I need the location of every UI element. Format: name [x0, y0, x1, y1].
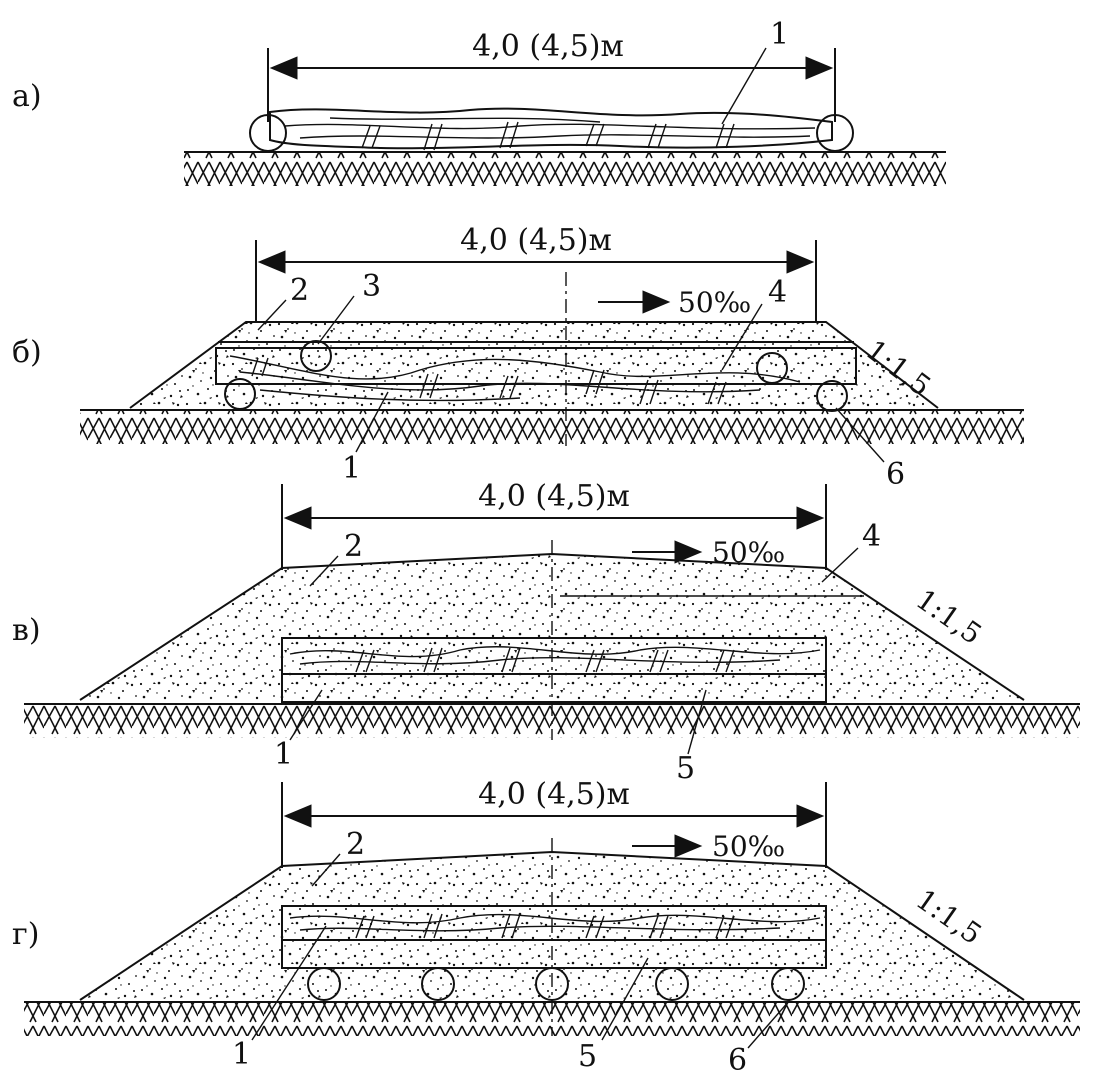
base-log-4: [655, 967, 689, 1001]
leader-2: [311, 853, 341, 887]
log-4: [756, 352, 788, 384]
panel-g: г) 4,0 (4,5)м 50‰ 1:1,5 2 1 5 6: [12, 777, 1080, 1078]
grade-label: 50‰: [712, 830, 785, 863]
brushwood-fibers: [229, 355, 801, 402]
panel-b: б) 4,0 (4,5)м 50‰ 1:1,5 2 3 4 1: [12, 223, 1024, 492]
callout-6: 6: [886, 457, 905, 492]
callout-4: 4: [768, 275, 787, 310]
base-log-1: [307, 967, 341, 1001]
brushwood-layer: [281, 637, 827, 703]
brushwood-mat: [269, 107, 833, 150]
width-dimension-label: 4,0 (4,5)м: [460, 223, 612, 258]
tie-marks: [355, 913, 735, 939]
callout-5: 5: [676, 751, 695, 786]
leader-2: [309, 555, 339, 587]
brushwood-fibers: [289, 646, 821, 665]
grade-label: 50‰: [678, 286, 751, 319]
tie-marks: [251, 357, 727, 405]
leader-1: [721, 47, 767, 125]
leader-4: [821, 547, 859, 583]
leader-1: [289, 689, 323, 741]
leader-6: [747, 999, 791, 1049]
brushwood-fibers: [284, 117, 816, 139]
leader-2: [257, 299, 287, 331]
width-dimension-label: 4,0 (4,5)м: [478, 777, 630, 812]
base-log-2: [421, 967, 455, 1001]
callout-4: 4: [862, 519, 881, 554]
callout-2: 2: [290, 273, 309, 308]
tie-marks: [355, 647, 735, 673]
brushwood-layer: [215, 347, 857, 385]
ground-hatching: [80, 410, 1024, 444]
callout-3: 3: [362, 269, 381, 304]
panel-v-letter: в): [12, 613, 41, 648]
leader-5: [687, 689, 707, 755]
leader-3: [317, 295, 355, 345]
callout-5: 5: [578, 1039, 597, 1074]
tie-marks: [361, 121, 735, 151]
leader-1: [251, 925, 327, 1041]
callout-6: 6: [728, 1043, 747, 1078]
panel-b-letter: б): [12, 335, 42, 370]
brushwood-fibers: [289, 913, 821, 932]
leader-4: [721, 303, 763, 371]
callout-1: 1: [274, 737, 293, 772]
ground-hatching: [184, 152, 946, 186]
embankment-outline: [129, 321, 939, 409]
panel-a: а) 4,0 (4,5)м 1: [12, 17, 946, 186]
leader-6: [835, 407, 885, 463]
callout-1: 1: [770, 17, 789, 52]
width-dimension-label: 4,0 (4,5)м: [478, 479, 630, 514]
leader-5: [601, 957, 649, 1041]
edge-log-left: [249, 114, 287, 152]
leader-1: [355, 391, 389, 453]
edge-log-right: [816, 114, 854, 152]
callout-2: 2: [344, 529, 363, 564]
panel-a-letter: а): [12, 79, 42, 114]
callout-1: 1: [342, 451, 361, 486]
grade-label: 50‰: [712, 536, 785, 569]
sand-embankment: [130, 322, 938, 408]
callout-2: 2: [346, 827, 365, 862]
base-log-5: [771, 967, 805, 1001]
log-3: [300, 340, 332, 372]
panel-g-letter: г): [12, 917, 39, 952]
width-dimension-label: 4,0 (4,5)м: [472, 29, 624, 64]
panel-v: в) 4,0 (4,5)м 50‰ 1:1,5 2 4 1 5: [12, 479, 1080, 786]
callout-1: 1: [232, 1037, 251, 1072]
